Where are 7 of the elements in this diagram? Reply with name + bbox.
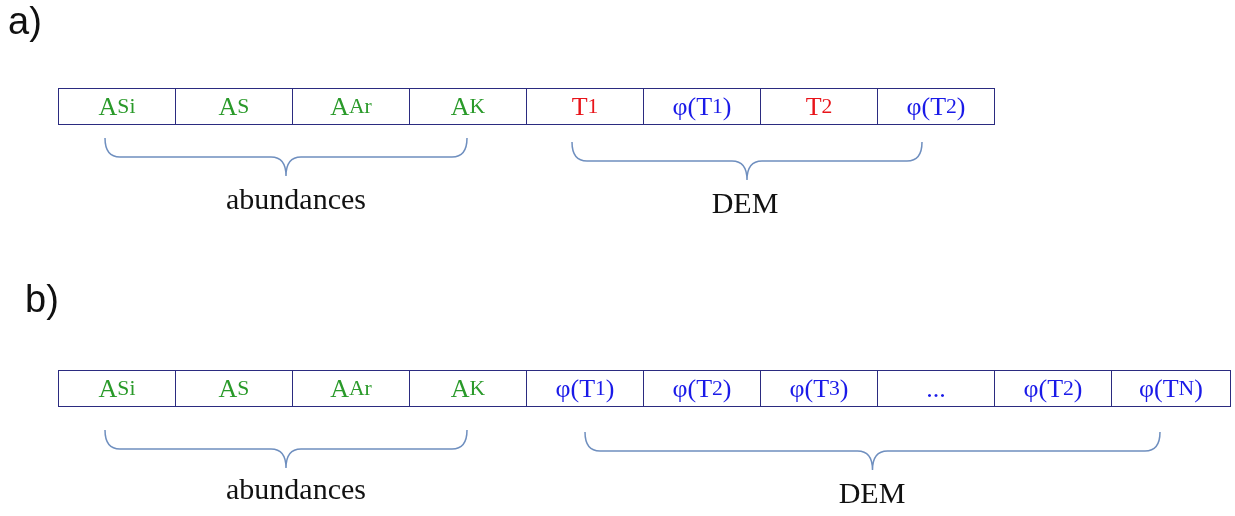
panel-label: b) [25, 278, 59, 321]
brace-label: DEM [710, 186, 780, 220]
brace-label: DEM [837, 476, 907, 510]
table-cell: ... [877, 370, 995, 407]
panel-label: a) [8, 0, 42, 43]
brace-label: abundances [225, 472, 367, 506]
brace-label: abundances [225, 182, 367, 216]
